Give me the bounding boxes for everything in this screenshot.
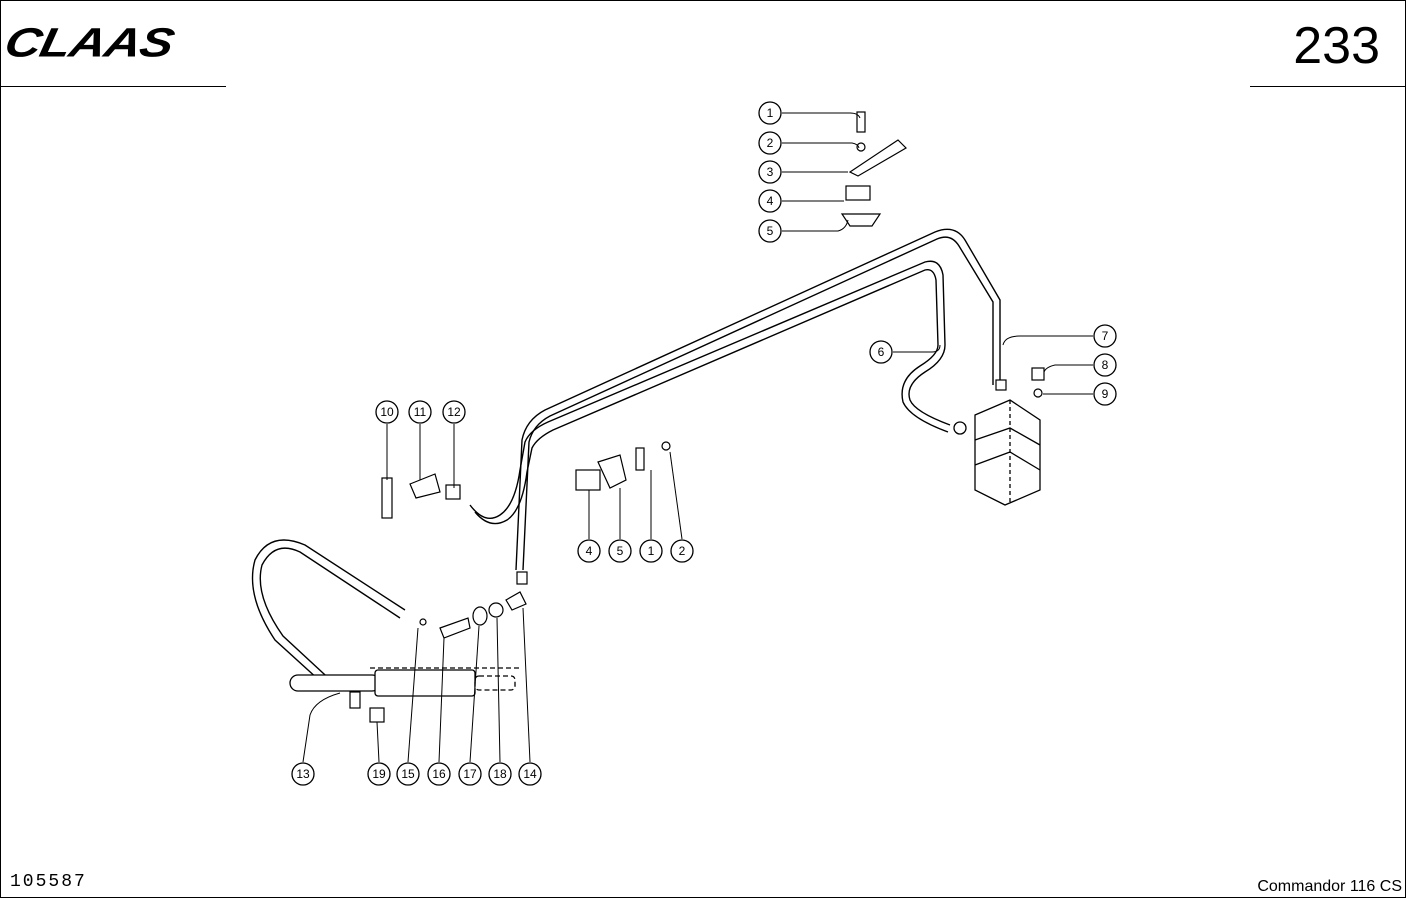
callout-1-mid: 1 xyxy=(639,539,663,563)
drawing-id: 105587 xyxy=(10,872,87,892)
svg-text:2: 2 xyxy=(679,544,686,558)
callout-2-mid: 2 xyxy=(670,539,694,563)
svg-text:1: 1 xyxy=(648,544,655,558)
callout-7: 7 xyxy=(1093,324,1117,348)
callout-12: 12 xyxy=(442,400,466,424)
callout-1-top: 1 xyxy=(758,101,782,125)
svg-text:18: 18 xyxy=(493,767,507,781)
svg-text:8: 8 xyxy=(1102,358,1109,372)
callout-10: 10 xyxy=(375,400,399,424)
hose-13 xyxy=(251,539,406,691)
callout-16: 16 xyxy=(427,762,451,786)
callout-4-top: 4 xyxy=(758,189,782,213)
callout-8: 8 xyxy=(1093,353,1117,377)
hydraulic-cylinder xyxy=(289,667,520,697)
svg-text:12: 12 xyxy=(447,405,461,419)
svg-text:2: 2 xyxy=(767,136,774,150)
callout-17: 17 xyxy=(458,762,482,786)
svg-text:17: 17 xyxy=(463,767,477,781)
header-rule-right xyxy=(1250,86,1406,87)
svg-text:19: 19 xyxy=(372,767,386,781)
callout-2-top: 2 xyxy=(758,131,782,155)
header-rule-left xyxy=(0,86,226,87)
svg-text:10: 10 xyxy=(380,405,394,419)
callout-6: 6 xyxy=(869,340,893,364)
hardware-parts xyxy=(349,111,1045,723)
callout-15: 15 xyxy=(396,762,420,786)
callout-5-top: 5 xyxy=(758,219,782,243)
svg-text:15: 15 xyxy=(401,767,415,781)
svg-text:3: 3 xyxy=(767,165,774,179)
callout-19: 19 xyxy=(367,762,391,786)
svg-text:5: 5 xyxy=(617,544,624,558)
svg-text:4: 4 xyxy=(586,544,593,558)
svg-text:7: 7 xyxy=(1102,329,1109,343)
svg-text:14: 14 xyxy=(523,767,537,781)
callout-11: 11 xyxy=(408,400,432,424)
pipe-7 xyxy=(515,228,1001,571)
svg-text:1: 1 xyxy=(767,106,774,120)
pipe-6 xyxy=(469,260,951,525)
model-name: Commandor 116 CS xyxy=(1257,878,1402,895)
page-number: 233 xyxy=(1293,17,1380,75)
callout-3: 3 xyxy=(758,160,782,184)
callout-4-mid: 4 xyxy=(577,539,601,563)
leader-lines xyxy=(302,112,1093,763)
control-valve-block xyxy=(953,399,1041,506)
callout-14: 14 xyxy=(518,762,542,786)
svg-text:9: 9 xyxy=(1102,387,1109,401)
callout-5-mid: 5 xyxy=(608,539,632,563)
callout-9: 9 xyxy=(1093,382,1117,406)
callout-13: 13 xyxy=(291,762,315,786)
callout-18: 18 xyxy=(488,762,512,786)
svg-text:4: 4 xyxy=(767,194,774,208)
svg-text:16: 16 xyxy=(432,767,446,781)
svg-text:13: 13 xyxy=(296,767,310,781)
svg-text:5: 5 xyxy=(767,224,774,238)
svg-text:11: 11 xyxy=(414,405,427,419)
svg-text:6: 6 xyxy=(878,345,885,359)
